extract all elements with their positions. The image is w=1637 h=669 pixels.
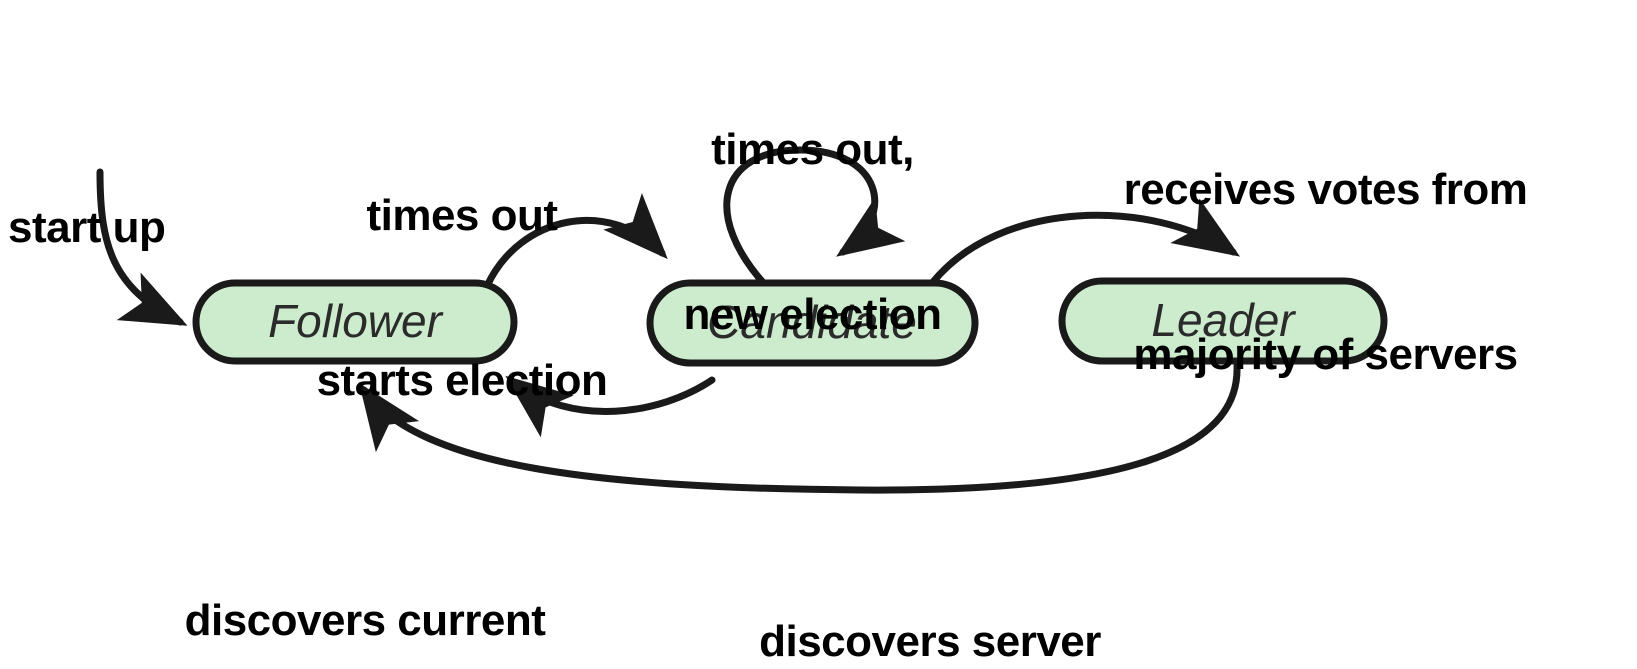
edge-label-candidate-to-follower-line1: discovers current: [184, 596, 546, 645]
edge-candidate-to-leader: [929, 198, 1241, 286]
node-candidate-label: Candidate: [707, 296, 917, 348]
node-leader-shape: [1058, 277, 1388, 365]
edge-label-candidate-to-follower: discovers current leader or new term: [110, 483, 620, 669]
edge-candidate-to-follower: [505, 375, 716, 438]
node-follower[interactable]: Follower: [192, 279, 518, 365]
edge-label-candidate-to-leader-line2: majority of servers: [1133, 330, 1518, 379]
edge-start-up: [96, 168, 188, 326]
edge-label-candidate-to-leader: receives votes from majority of servers: [1018, 52, 1633, 492]
edge-leader-to-follower: [359, 362, 1241, 494]
edge-label-follower-to-candidate-line1: times out: [366, 191, 558, 240]
node-leader-label: Leader: [1151, 294, 1296, 346]
edge-label-start-up-line1: start up: [8, 203, 166, 252]
edge-label-candidate-self-loop-line2: new election: [683, 290, 942, 339]
edge-label-leader-to-follower: discovers server with higher term: [705, 504, 1155, 669]
node-candidate-shape: [646, 279, 979, 367]
edge-label-follower-to-candidate: times out starts election: [252, 78, 672, 518]
edge-label-candidate-to-leader-line1: receives votes from: [1123, 165, 1528, 214]
edge-label-follower-to-candidate-line2: starts election: [316, 356, 608, 405]
node-follower-label: Follower: [268, 295, 444, 347]
node-leader[interactable]: Leader: [1058, 277, 1388, 365]
edge-label-candidate-self-loop: times out, new election: [630, 12, 995, 452]
edge-label-candidate-self-loop-line1: times out,: [711, 125, 914, 174]
edge-follower-to-candidate: [483, 193, 668, 290]
node-follower-shape: [192, 279, 518, 365]
node-candidate[interactable]: Candidate: [646, 279, 979, 367]
edge-candidate-self-loop: [723, 146, 906, 292]
edge-label-leader-to-follower-line1: discovers server: [759, 617, 1101, 666]
edge-label-start-up: start up: [8, 90, 238, 365]
